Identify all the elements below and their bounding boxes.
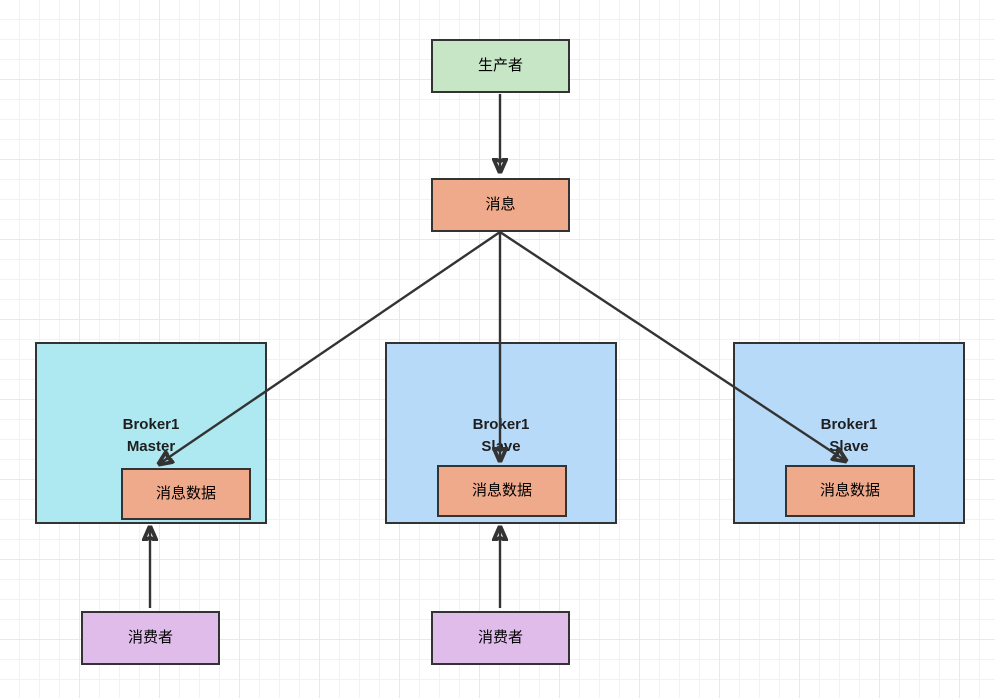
node-producer[interactable]: 生产者: [431, 39, 570, 93]
node-consumer-middle-label: 消费者: [477, 629, 523, 647]
node-broker-right-slave[interactable]: Broker1 Slave 消息数据: [733, 342, 965, 524]
node-producer-label: 生产者: [477, 57, 523, 75]
node-broker-right-data-label: 消息数据: [819, 482, 880, 500]
node-consumer-left-label: 消费者: [127, 629, 173, 647]
node-message-label: 消息: [485, 196, 516, 214]
node-broker-left-label: Broker1 Master: [122, 416, 180, 455]
node-consumer-middle[interactable]: 消费者: [431, 611, 570, 665]
node-broker-right-label: Broker1 Slave: [820, 416, 878, 455]
node-consumer-left[interactable]: 消费者: [81, 611, 220, 665]
node-broker-left-data-label: 消息数据: [155, 485, 216, 503]
node-broker-middle-data[interactable]: 消息数据: [437, 465, 567, 517]
node-broker-middle-data-label: 消息数据: [471, 482, 532, 500]
node-broker-middle-slave[interactable]: Broker1 Slave 消息数据: [385, 342, 617, 524]
node-broker-left-data[interactable]: 消息数据: [121, 468, 251, 520]
node-message[interactable]: 消息: [431, 178, 570, 232]
node-broker-middle-label: Broker1 Slave: [472, 416, 530, 455]
node-broker-left-master[interactable]: Broker1 Master 消息数据: [35, 342, 267, 524]
node-broker-right-data[interactable]: 消息数据: [785, 465, 915, 517]
